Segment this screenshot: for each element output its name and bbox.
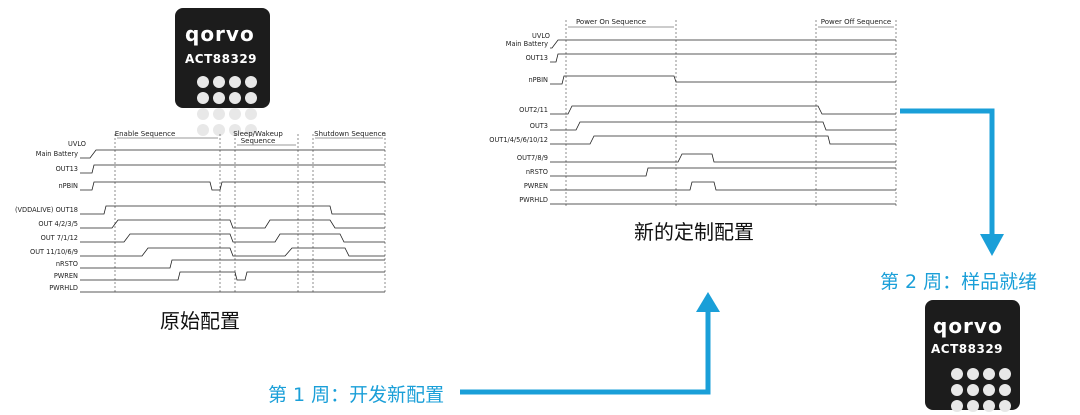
waveform (80, 233, 385, 243)
sequence-label: Power Off Sequence (821, 18, 891, 26)
signal-label: OUT1/4/5/6/10/12 (489, 136, 548, 144)
waveform (550, 167, 896, 177)
waveform (550, 121, 896, 131)
caption-new: 新的定制配置 (634, 220, 754, 244)
sequence-label: Shutdown Sequence (314, 130, 386, 138)
chip-pin (999, 368, 1011, 380)
waveform (80, 205, 385, 215)
waveform (80, 271, 385, 281)
chip-pin (983, 368, 995, 380)
waveform (550, 135, 896, 145)
waveform (550, 153, 896, 163)
chip-pin (245, 124, 257, 136)
caption-original: 原始配置 (160, 309, 240, 333)
uvlo-label: UVLO (532, 32, 550, 40)
signal-label: OUT7/8/9 (517, 154, 548, 162)
signal-label: PWRHLD (49, 284, 78, 292)
chip-pin (213, 108, 225, 120)
step-week1: 第 1 周：开发新配置 (268, 384, 445, 406)
signal-label: nPBIN (528, 76, 548, 84)
signal-label: nPBIN (58, 182, 78, 190)
waveform (80, 219, 385, 229)
waveform (550, 105, 896, 115)
signal-label: PWRHLD (519, 196, 548, 204)
signal-label: Main Battery (506, 40, 548, 48)
signal-label: nRSTO (56, 260, 78, 268)
chip-pin (983, 400, 995, 412)
chip-pin (245, 92, 257, 104)
chip-pin (229, 76, 241, 88)
chip-pin (197, 108, 209, 120)
chip-pin (229, 108, 241, 120)
sequence-label: Sleep/Wakeup (233, 130, 283, 138)
signal-label: OUT 7/1/12 (41, 234, 78, 242)
chip-pin (245, 76, 257, 88)
chip-pin (967, 400, 979, 412)
chip-pin (229, 124, 241, 136)
chip-pin (951, 368, 963, 380)
signal-label: PWREN (54, 272, 78, 280)
sequence-label: Power On Sequence (576, 18, 646, 26)
new-timing-diagram: Power On Sequence Power Off SequenceMain … (489, 18, 897, 208)
chip-pin (213, 124, 225, 136)
signal-label: OUT 11/10/6/9 (30, 248, 78, 256)
chip-pin (951, 400, 963, 412)
chip-pin (983, 384, 995, 396)
chip-part-number: ACT88329 (185, 52, 258, 66)
waveform (80, 247, 385, 257)
chip-pin (245, 108, 257, 120)
signal-label: OUT13 (56, 165, 78, 173)
signal-label: OUT 4/2/3/5 (38, 220, 78, 228)
signal-label: (VDDALIVE) OUT18 (15, 206, 78, 214)
chip-pin (951, 384, 963, 396)
chip-pin (197, 76, 209, 88)
chip-pin (967, 384, 979, 396)
waveform (550, 39, 896, 49)
chip-pin (999, 384, 1011, 396)
chip-pin (213, 92, 225, 104)
waveform (550, 53, 896, 63)
waveform (550, 181, 896, 191)
waveform (80, 259, 385, 269)
signal-label: PWREN (524, 182, 548, 190)
chip-pins (951, 368, 1015, 415)
step-week2: 第 2 周：样品就绪 (880, 271, 1038, 293)
chip-bottom: qorvo ACT88329 (925, 300, 1020, 412)
chip-pins (197, 76, 261, 136)
waveform (80, 181, 385, 191)
waveform (550, 75, 896, 85)
chip-pin (197, 124, 209, 136)
signal-label: Main Battery (36, 150, 78, 158)
signal-label: OUT2/11 (519, 106, 548, 114)
qorvo-logo: qorvo (185, 22, 255, 46)
chip-pin (197, 92, 209, 104)
signal-label: nRSTO (526, 168, 548, 176)
signal-label: OUT3 (530, 122, 548, 130)
chip-pin (967, 368, 979, 380)
chip-pin (213, 76, 225, 88)
sequence-label: Sequence (241, 137, 276, 145)
chip-top: qorvo ACT88329 (175, 8, 270, 136)
signal-label: OUT13 (526, 54, 548, 62)
chip-pin (229, 92, 241, 104)
uvlo-label: UVLO (68, 140, 86, 148)
chip-pin (999, 400, 1011, 412)
sequence-label: Enable Sequence (115, 130, 176, 138)
waveform (80, 149, 385, 159)
waveform (80, 164, 385, 174)
qorvo-logo: qorvo (933, 314, 1003, 338)
chip-part-number: ACT88329 (931, 342, 1004, 356)
